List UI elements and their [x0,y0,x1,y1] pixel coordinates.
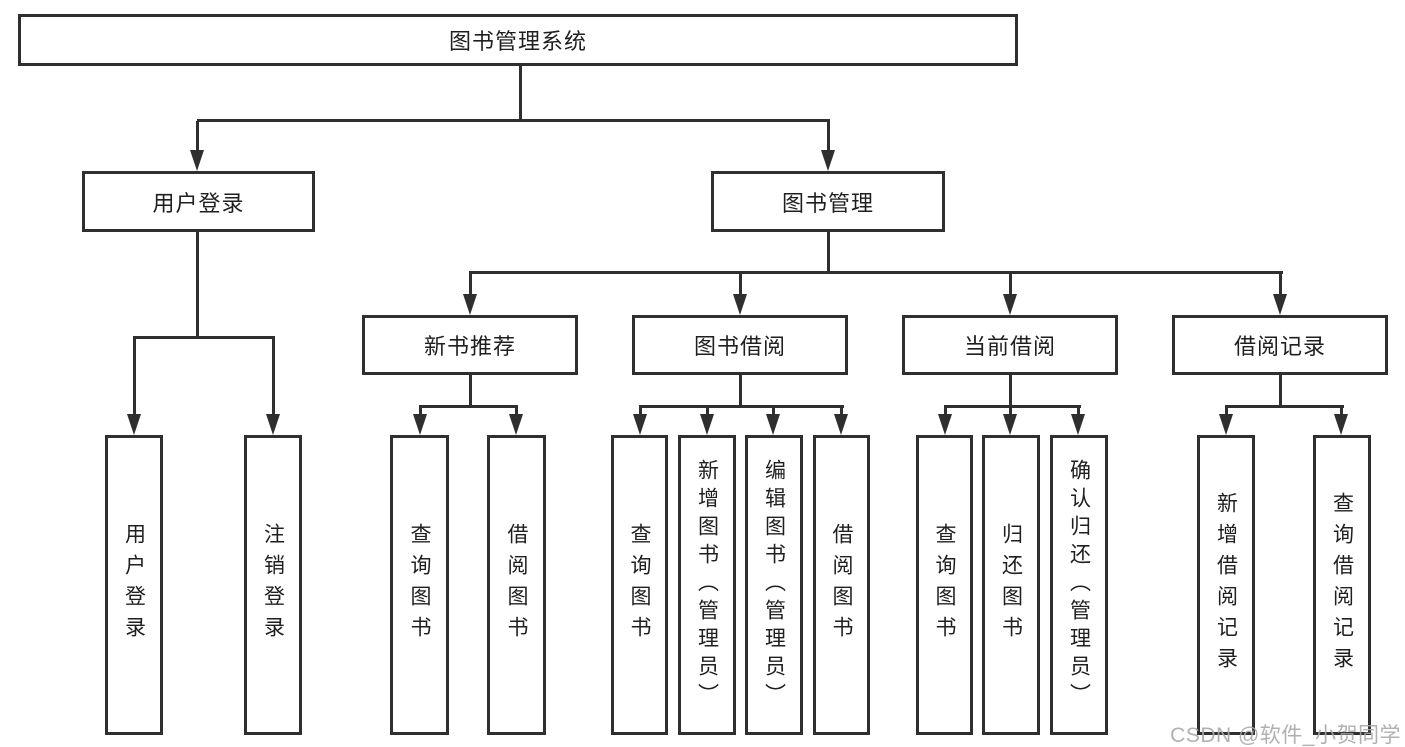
leaf-edit-books-admin: 编辑图书（管理员） [745,435,803,735]
node-label: 查询图书 [933,523,956,647]
connector-line [1225,407,1228,416]
node-label: 确认归还（管理员） [1067,459,1091,711]
node-label: 图书管理 [781,190,874,216]
connector-line [133,338,136,415]
leaf-return-books: 归还图书 [982,435,1040,735]
leaf-confirm-return-admin: 确认归还（管理员） [1050,435,1108,735]
arrow-down-icon [733,294,747,315]
connector-line [1340,407,1343,416]
node-label: 新增图书（管理员） [695,459,719,711]
arrow-down-icon [509,414,523,435]
connector-line [1077,407,1080,416]
connector-line [1009,407,1012,416]
arrow-down-icon [190,150,204,171]
leaf-query-books-recommend: 查询图书 [390,435,449,735]
arrow-down-icon [700,414,714,435]
connector-line [196,121,199,152]
arrow-down-icon [1071,414,1085,435]
arrow-down-icon [463,294,477,315]
connector-line [515,407,518,416]
node-new-book-recommend: 新书推荐 [362,315,578,375]
node-label: 归还图书 [999,523,1023,647]
arrow-down-icon [1334,414,1348,435]
node-current-borrowing: 当前借阅 [902,315,1118,375]
node-label: 图书借阅 [693,334,786,359]
leaf-add-borrow-record: 新增借阅记录 [1197,435,1255,735]
node-label: 查询借阅记录 [1330,492,1354,678]
node-label: 编辑图书（管理员） [762,459,786,711]
connector-line [706,407,709,416]
connector-line [1225,405,1344,408]
leaf-add-books-admin: 新增图书（管理员） [678,435,736,735]
arrow-down-icon [1003,294,1017,315]
connector-line [419,405,518,408]
arrow-down-icon [413,414,427,435]
node-library-system: 图书管理系统 [18,14,1018,66]
connector-line [639,407,642,416]
connector-line [519,66,522,120]
connector-line [1009,273,1012,296]
connector-line [944,405,1081,408]
node-label: 新增借阅记录 [1214,492,1238,678]
arrow-down-icon [766,414,780,435]
leaf-logout: 注销登录 [244,435,302,735]
leaf-query-borrow-record: 查询借阅记录 [1313,435,1371,735]
connector-line [1279,375,1282,406]
connector-line [419,407,422,416]
node-label: 新书推荐 [423,334,516,359]
leaf-borrow-books-recommend: 借阅图书 [487,435,546,735]
leaf-user-login: 用户登录 [105,435,163,735]
node-label: 借阅图书 [830,523,853,647]
arrow-down-icon [821,150,835,171]
arrow-down-icon [834,414,848,435]
connector-line [827,121,830,152]
connector-line [1279,273,1282,296]
connector-line [944,407,947,416]
connector-line [639,405,844,408]
node-label: 查询图书 [408,523,431,647]
connector-line [469,375,472,406]
connector-line [840,407,843,416]
node-label: 借阅记录 [1233,334,1326,359]
node-label: 查询图书 [628,523,651,647]
node-label: 借阅图书 [505,523,528,647]
connector-line [469,271,1283,274]
connector-line [739,375,742,406]
leaf-query-books-current: 查询图书 [916,435,973,735]
connector-line [469,273,472,296]
arrow-down-icon [938,414,952,435]
node-label: 图书管理系统 [448,29,587,54]
node-user-login: 用户登录 [82,171,315,232]
arrow-down-icon [633,414,647,435]
arrow-down-icon [266,414,280,435]
connector-line [739,273,742,296]
connector-line [772,407,775,416]
arrow-down-icon [1003,414,1017,435]
connector-line [272,338,275,415]
connector-line [133,336,275,339]
node-book-management: 图书管理 [711,171,945,232]
arrow-down-icon [1273,294,1287,315]
arrow-down-icon [1219,414,1233,435]
node-label: 用户登录 [152,190,245,216]
leaf-query-books-borrowing: 查询图书 [611,435,668,735]
connector-line [196,232,199,337]
leaf-borrow-books: 借阅图书 [813,435,870,735]
node-label: 当前借阅 [963,334,1056,359]
arrow-down-icon [127,414,141,435]
connector-line [827,232,830,273]
node-book-borrowing: 图书借阅 [632,315,848,375]
node-borrowing-records: 借阅记录 [1172,315,1388,375]
watermark: CSDN @软件_小贺同学 [1170,724,1401,747]
connector-line [197,119,830,122]
node-label: 注销登录 [261,523,285,647]
node-label: 用户登录 [122,523,146,647]
connector-line [1009,375,1012,406]
